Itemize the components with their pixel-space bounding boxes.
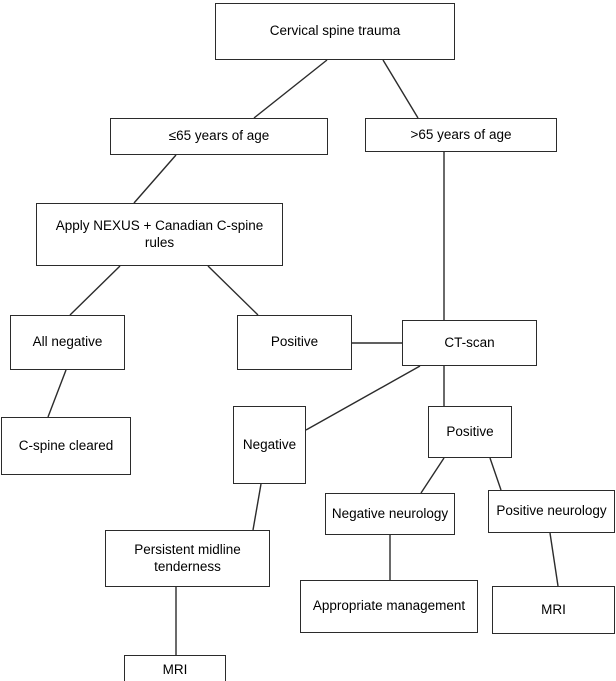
flow-node-label-root: Cervical spine trauma: [269, 23, 401, 39]
flow-node-label-rules_positive: Positive: [270, 334, 319, 350]
flow-node-ct_negative[interactable]: Negative: [233, 406, 306, 484]
flow-edge-root-to-age_gt65: [382, 59, 419, 119]
flow-node-cspine_cleared[interactable]: C-spine cleared: [1, 417, 131, 475]
flow-node-midline_tender[interactable]: Persistent midline tenderness: [105, 530, 270, 587]
flow-node-label-mri_right: MRI: [541, 601, 566, 617]
flow-node-mri_right[interactable]: MRI: [492, 586, 615, 634]
flow-edge-ct_positive-to-pos_neurology: [489, 457, 502, 491]
flow-node-label-pos_neurology: Positive neurology: [496, 503, 607, 519]
flow-node-age_le65[interactable]: ≤65 years of age: [110, 118, 328, 155]
flow-edge-pos_neurology-to-mri_right: [549, 532, 559, 587]
flow-node-rules_positive[interactable]: Positive: [237, 315, 352, 370]
flow-edge-ct_scan-to-ct_negative: [305, 365, 421, 431]
flow-node-label-mri_bottom: MRI: [162, 661, 188, 677]
flow-node-label-midline_tender: Persistent midline tenderness: [134, 542, 241, 574]
flow-node-label-cspine_cleared: C-spine cleared: [18, 437, 114, 453]
flow-node-label-rules: Apply NEXUS + Canadian C-spine rules: [55, 218, 264, 250]
flow-node-age_gt65[interactable]: >65 years of age: [365, 118, 557, 152]
flow-edge-rules-to-rules_positive: [207, 265, 259, 316]
flow-node-pos_neurology[interactable]: Positive neurology: [488, 490, 615, 533]
flow-edge-rules-to-all_negative: [69, 265, 121, 316]
flow-node-ct_scan[interactable]: CT-scan: [402, 320, 537, 366]
flow-node-ct_positive[interactable]: Positive: [428, 406, 512, 458]
flow-node-all_negative[interactable]: All negative: [10, 315, 125, 370]
flow-node-label-ct_positive: Positive: [446, 423, 494, 439]
flow-edge-age_le65-to-rules: [133, 154, 177, 204]
flow-node-label-ct_negative: Negative: [242, 436, 297, 452]
flow-node-mri_bottom[interactable]: MRI: [124, 655, 226, 681]
flow-node-label-age_le65: ≤65 years of age: [168, 128, 270, 144]
flow-edge-all_negative-to-cspine_cleared: [47, 369, 67, 418]
flow-edge-root-to-age_le65: [253, 59, 328, 119]
flow-node-label-appropriate_mgmt: Appropriate management: [312, 598, 466, 614]
flow-node-root[interactable]: Cervical spine trauma: [215, 3, 455, 60]
flow-node-appropriate_mgmt[interactable]: Appropriate management: [300, 580, 478, 633]
flow-node-label-neg_neurology: Negative neurology: [331, 505, 449, 521]
flow-node-neg_neurology[interactable]: Negative neurology: [325, 493, 455, 535]
flow-node-rules[interactable]: Apply NEXUS + Canadian C-spine rules: [36, 203, 283, 266]
flow-node-label-all_negative: All negative: [32, 334, 103, 350]
flow-edge-ct_positive-to-neg_neurology: [420, 457, 445, 494]
flow-node-label-age_gt65: >65 years of age: [410, 126, 512, 142]
flow-edge-ct_negative-to-midline_tender: [252, 483, 262, 531]
flow-node-label-ct_scan: CT-scan: [444, 334, 495, 350]
